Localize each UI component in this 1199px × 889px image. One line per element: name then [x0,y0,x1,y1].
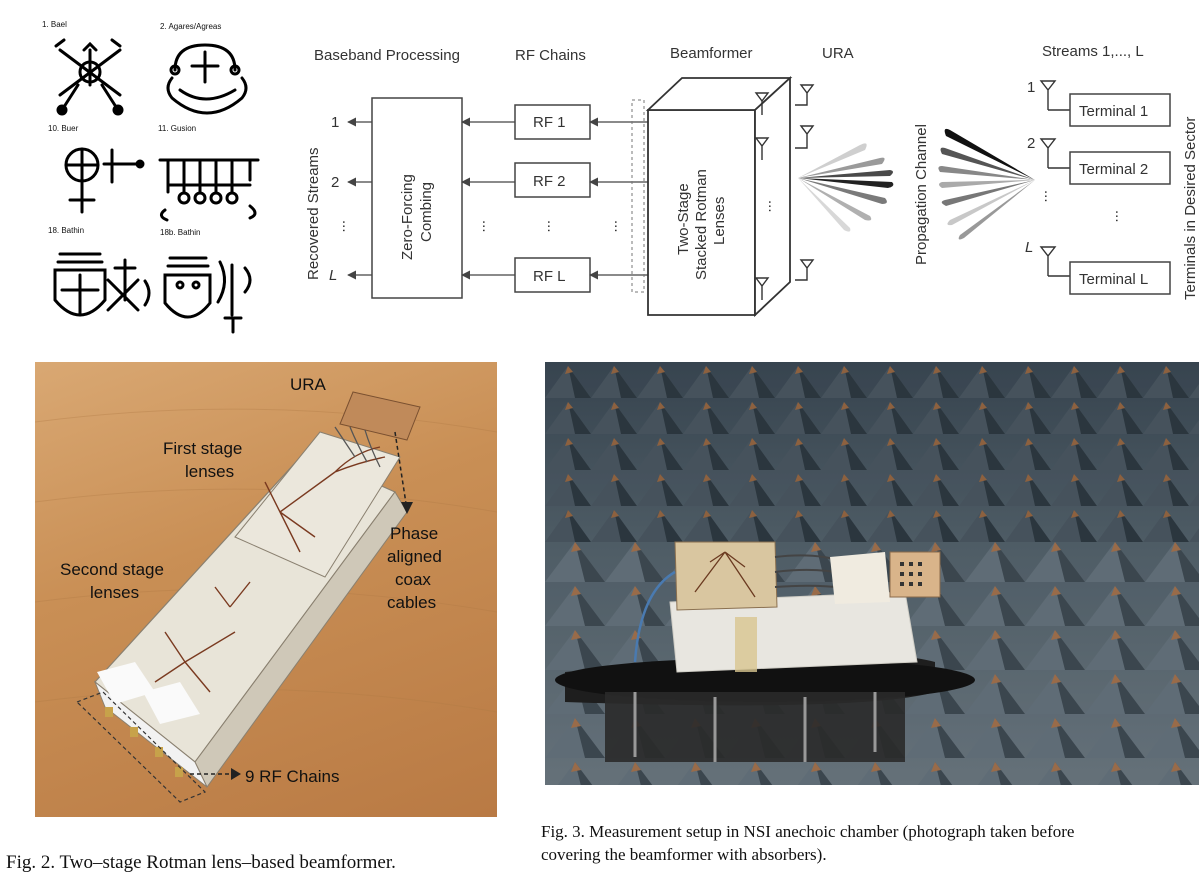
fig2-phase-1: Phase [390,524,438,543]
fig2-second-stage-2: lenses [90,583,139,602]
combining-ellipsis: ... [479,220,496,233]
stream-index-1: 1 [331,114,339,131]
rf-L-box [514,257,591,293]
ura-ellipsis: ... [765,200,782,213]
terminal-left-ellipsis: ... [1041,190,1058,203]
sigil-bathin-b-icon [163,256,252,334]
terminal-L-box [1069,261,1171,295]
fig2-photo: URA First stage lenses Second stage lens… [35,362,497,817]
fig2-second-stage-1: Second stage [60,560,164,579]
header-rf-chains: RF Chains [515,47,586,64]
fig2-caption: Fig. 2. Two–stage Rotman lens–based beam… [6,852,396,873]
system-block-diagram: Baseband Processing RF Chains Beamformer… [305,43,1199,318]
fig2-phase-3: coax [395,570,431,589]
terminal-index-1: 1 [1027,79,1035,96]
fig2-rf-chains: 9 RF Chains [245,767,339,786]
rf-2-label: RF 2 [533,173,566,190]
propagation-channel-label: Propagation Channel [913,124,930,265]
sigil-buer-icon [64,147,145,214]
terminal-L-label: Terminal L [1079,271,1148,288]
fig3-photo [545,362,1199,785]
terminal-1-box [1069,93,1171,127]
terminals-desired-sector-label: Terminals in Desired Sector [1182,117,1199,300]
fig2-phase-4: cables [387,593,436,612]
terminal-1-label: Terminal 1 [1079,103,1148,120]
sigil-bathin-icon [53,252,151,317]
header-baseband: Baseband Processing [314,47,460,64]
sigil-label-1: 1. Bael [42,20,67,29]
rf-1-box [514,104,591,140]
header-beamformer: Beamformer [670,45,753,62]
stream-index-2: 2 [331,174,339,191]
sigil-label-6: 18b. Bathin [160,228,201,237]
header-ura: URA [822,45,854,62]
fig2-phase-2: aligned [387,547,442,566]
sigil-bael-icon [54,38,124,116]
terminal-index-L: L [1025,239,1033,256]
sigils-panel: 1. Bael 2. Agares/Agreas 10. Buer 11. Gu… [0,0,285,345]
terminal-2-label: Terminal 2 [1079,161,1148,178]
terminal-box-ellipsis: ... [1112,210,1129,223]
rf-1-label: RF 1 [533,114,566,131]
ura-antennas-icon [754,84,815,300]
header-streams: Streams 1,..., L [1042,43,1144,60]
rf-L-label: RF L [533,268,566,285]
sigil-label-3: 10. Buer [48,124,79,133]
terminal-index-2: 2 [1027,135,1035,152]
combining-label-1: Zero-Forcing [399,174,416,260]
sigil-label-4: 11. Gusion [158,124,197,133]
sigil-label-2: 2. Agares/Agreas [160,22,222,31]
lens-label-2: Stacked Rotman [693,169,710,280]
rf-ellipsis: ... [544,220,561,233]
combining-label-2: Combing [418,182,435,242]
lens-stack-shape [93,391,421,788]
fig3-caption-line1: Fig. 3. Measurement setup in NSI anechoi… [541,822,1075,841]
zero-forcing-box [371,97,463,299]
lens-ellipsis: ... [611,220,628,233]
sigil-label-5: 18. Bathin [48,226,85,235]
recovered-streams-label: Recovered Streams [305,147,322,280]
stream-index-L: L [329,267,337,284]
lens-label-3: Lenses [711,197,728,245]
lens-label-1: Two-Stage [675,183,692,255]
tx-beam-fan [798,143,894,232]
sigil-agares-icon [166,43,248,115]
fig2-first-stage-1: First stage [163,439,242,458]
rx-beam-fan [938,128,1035,240]
sigil-gusion-icon [158,158,260,222]
terminal-antennas-icon [1039,80,1070,277]
fig2-first-stage-2: lenses [185,462,234,481]
sigil-drawings [53,38,260,334]
fig3-caption-line2: covering the beamformer with absorbers). [541,845,827,864]
terminal-2-box [1069,151,1171,185]
rf-2-box [514,162,591,198]
fig2-ura-label: URA [290,375,327,394]
stream-ellipsis: ... [339,220,356,233]
